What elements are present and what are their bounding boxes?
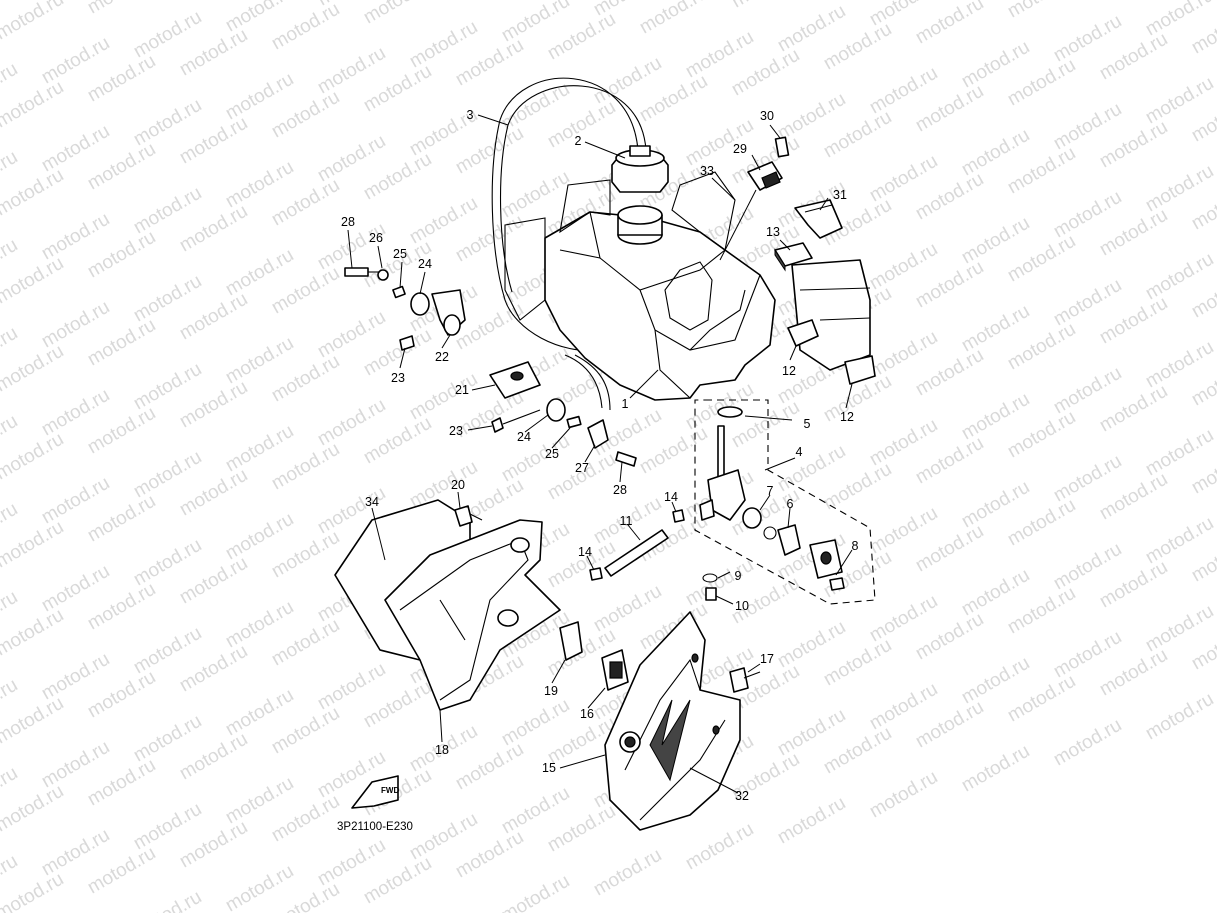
watermark-text: motod.ru: [0, 693, 67, 749]
watermark-text: motod.ru: [958, 741, 1033, 797]
callout-28-top: 28: [341, 215, 355, 229]
callout-21: 21: [455, 383, 469, 397]
callout-15: 15: [542, 761, 556, 775]
watermark-text: motod.ru: [0, 429, 67, 485]
callout-numbers: 3 2 33 29 30 31 13 28 26 25 24 22 23 21 …: [341, 108, 858, 803]
watermark-text: motod.ru: [728, 0, 803, 12]
callout-27: 27: [575, 461, 589, 475]
callout-17: 17: [760, 652, 774, 666]
callout-13: 13: [766, 225, 780, 239]
fwd-arrow-icon: [351, 775, 399, 809]
callout-22: 22: [435, 350, 449, 364]
watermark-text: motod.ru: [866, 767, 941, 823]
callout-6: 6: [787, 497, 794, 511]
watermark-text: motod.ru: [0, 0, 67, 44]
watermark-text: motod.ru: [1004, 0, 1079, 22]
watermark-text: motod.ru: [130, 887, 205, 913]
watermark-text: motod.ru: [0, 517, 67, 573]
watermark-text: motod.ru: [360, 0, 435, 28]
callout-24-top: 24: [418, 257, 432, 271]
callout-8: 8: [852, 539, 859, 553]
watermark-text: motod.ru: [452, 0, 527, 2]
callout-4: 4: [796, 445, 803, 459]
watermark-text: motod.ru: [0, 253, 67, 309]
left-side-cover: [384, 519, 561, 711]
watermark-text: motod.ru: [0, 77, 67, 133]
callout-19: 19: [544, 684, 558, 698]
callout-34: 34: [365, 495, 379, 509]
callout-11: 11: [620, 514, 633, 528]
callout-33: 32: [735, 789, 749, 803]
callout-12-bottom: 12: [840, 410, 854, 424]
watermark-text: motod.ru: [84, 0, 159, 18]
callout-7: 7: [767, 484, 774, 498]
callout-24-bottom: 24: [517, 430, 531, 444]
watermark-text: motod.ru: [774, 793, 849, 849]
callout-1: 1: [622, 397, 629, 411]
callout-10: 10: [735, 599, 749, 613]
watermark-text: motod.ru: [0, 605, 67, 661]
callout-28-bottom: 28: [613, 483, 627, 497]
callout-23-top: 23: [391, 371, 405, 385]
right-side-cover: [604, 611, 741, 831]
fwd-label: FWD: [381, 786, 399, 795]
callout-32: 33: [700, 164, 714, 178]
callout-30: 30: [760, 109, 774, 123]
callout-23-bottom: 23: [449, 424, 463, 438]
callout-26: 26: [369, 231, 383, 245]
fuel-tank: [544, 211, 776, 401]
watermark-text: motod.ru: [498, 871, 573, 913]
callout-29: 29: [733, 142, 747, 156]
watermark-text: motod.ru: [682, 819, 757, 875]
watermark-text: motod.ru: [912, 0, 987, 48]
callout-31: 31: [833, 188, 847, 202]
callout-9: 9: [735, 569, 742, 583]
watermark-text: motod.ru: [1142, 689, 1217, 745]
watermark-text: motod.ru: [0, 165, 67, 221]
callout-16: 16: [580, 707, 594, 721]
callout-5: 5: [804, 417, 811, 431]
callout-2: 2: [575, 134, 582, 148]
diagram-code: 3P21100-E230: [337, 821, 413, 833]
watermark-text: motod.ru: [636, 0, 711, 38]
drawing: FWD: [334, 77, 876, 833]
watermark-text: motod.ru: [0, 341, 67, 397]
callout-18: 18: [435, 743, 449, 757]
callout-12-top: 12: [782, 364, 796, 378]
callout-25-bottom: 25: [545, 447, 559, 461]
leader-lines: [347, 114, 853, 794]
callout-25-top: 25: [393, 247, 407, 261]
callout-14-right: 14: [664, 490, 678, 504]
callout-14-left: 14: [578, 545, 592, 559]
watermark-text: motod.ru: [1050, 715, 1125, 771]
watermark-text: motod.ru: [0, 781, 67, 837]
callout-20: 20: [451, 478, 465, 492]
callout-3: 3: [467, 108, 474, 122]
watermark-text: motod.ru: [590, 845, 665, 901]
